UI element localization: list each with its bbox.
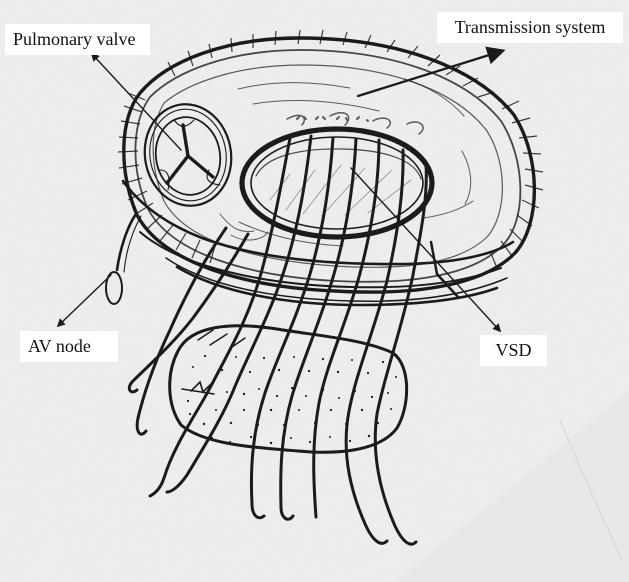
transmission-system-label: Transmission system xyxy=(437,12,623,43)
pulmonary-valve-label: Pulmonary valve xyxy=(5,24,150,55)
vsd-label: VSD xyxy=(480,335,547,366)
av-node-label: AV node xyxy=(20,331,118,362)
